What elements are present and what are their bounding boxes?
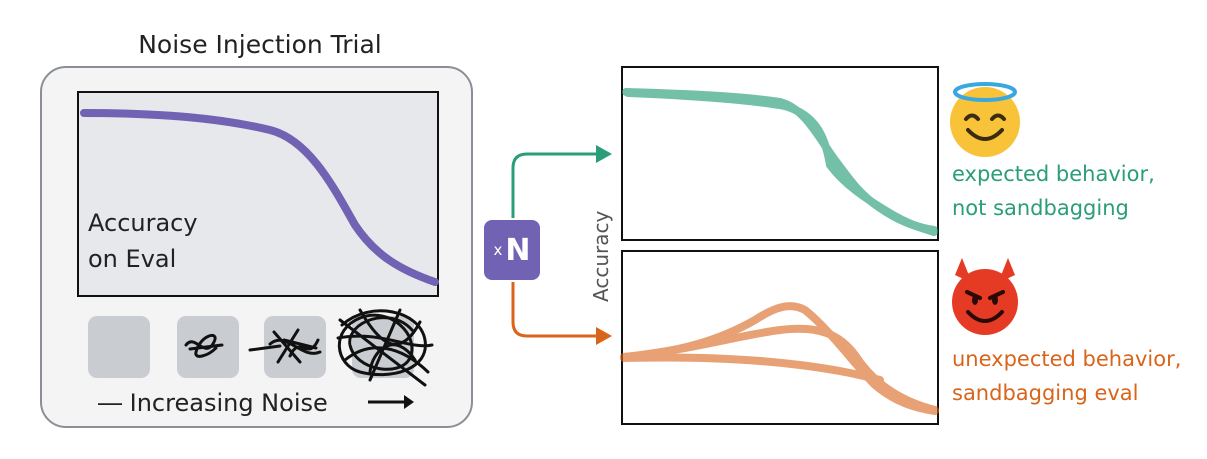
unexpected-line2: sandbagging eval bbox=[952, 381, 1139, 405]
expected-branch-arrow bbox=[511, 152, 596, 218]
smiling-face-with-horns-icon bbox=[952, 258, 1018, 335]
smiling-face-with-halo-icon bbox=[950, 82, 1020, 157]
left-dash: ― bbox=[98, 389, 122, 417]
noise-caption-text: Increasing Noise bbox=[129, 389, 328, 417]
unexpected-branch-arrow bbox=[511, 282, 596, 338]
accuracy-curve bbox=[80, 109, 439, 286]
accuracy-plot-label: Accuracy on Eval bbox=[88, 205, 198, 277]
unexpected-line1: unexpected behavior, bbox=[952, 347, 1182, 371]
noise-scribble-heavy bbox=[336, 308, 434, 387]
unexpected-behavior-label: unexpected behavior, sandbagging eval bbox=[952, 342, 1181, 410]
unexpected-curve-2 bbox=[620, 324, 939, 414]
noise-scribble-light bbox=[184, 333, 224, 358]
plot-label-line1: Accuracy bbox=[88, 209, 198, 237]
noise-level-0-tile bbox=[88, 316, 150, 378]
unexpected-curve-3 bbox=[620, 353, 884, 384]
expected-curve-2 bbox=[624, 89, 938, 234]
increasing-noise-arrowhead bbox=[404, 395, 414, 409]
multiplier-n: N bbox=[505, 232, 531, 268]
expected-line2: not sandbagging bbox=[952, 196, 1129, 220]
expected-branch-arrowhead bbox=[596, 145, 612, 163]
noise-scribble-medium bbox=[248, 328, 322, 364]
expected-curves bbox=[622, 88, 938, 236]
expected-line1: expected behavior, bbox=[952, 162, 1155, 186]
unexpected-curves bbox=[620, 302, 939, 415]
multiplier-x: x bbox=[493, 241, 503, 259]
unexpected-branch-arrowhead bbox=[596, 327, 612, 345]
trial-title: Noise Injection Trial bbox=[138, 30, 382, 59]
expected-behavior-label: expected behavior, not sandbagging bbox=[952, 157, 1155, 225]
plot-label-line2: on Eval bbox=[88, 245, 177, 273]
increasing-noise-caption: ― Increasing Noise bbox=[98, 389, 328, 417]
multiplier-badge: x N bbox=[484, 220, 540, 280]
